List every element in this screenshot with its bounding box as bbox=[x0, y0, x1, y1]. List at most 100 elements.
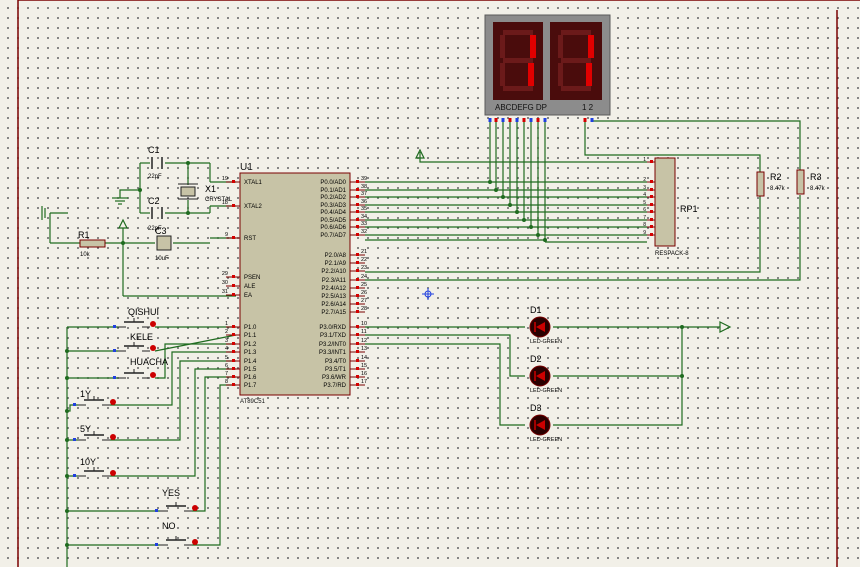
r1-ref: R1 bbox=[78, 230, 90, 240]
mcu-pin-number: 33 bbox=[361, 221, 367, 227]
pin-marker bbox=[356, 286, 359, 289]
led-value: LED-GREEN bbox=[530, 339, 562, 345]
led-value: LED-GREEN bbox=[530, 388, 562, 394]
junction-dot bbox=[515, 210, 519, 214]
mcu-pin-name: P0.2/AD2 bbox=[320, 195, 346, 201]
pin-marker bbox=[650, 160, 653, 163]
junction-dot bbox=[536, 233, 540, 237]
mcu-pin-number: 28 bbox=[361, 306, 367, 312]
pin-marker bbox=[73, 438, 76, 441]
push-button-huacha[interactable]: HUACHA bbox=[113, 357, 168, 379]
mcu-pin-name: EA bbox=[244, 293, 252, 299]
junction-dot bbox=[65, 509, 69, 513]
mcu-pin-name: P2.6/A14 bbox=[321, 302, 346, 308]
push-button-qishui[interactable]: QISHUI bbox=[113, 307, 159, 328]
inactive-segments bbox=[500, 30, 591, 91]
mcu-pin-name: P1.0 bbox=[244, 325, 257, 331]
mcu-pin-number: 25 bbox=[361, 282, 367, 288]
rp1-pin-number: 2 bbox=[643, 177, 646, 183]
pin-marker bbox=[356, 225, 359, 228]
mcu-pin-name: XTAL1 bbox=[244, 180, 263, 186]
mcu-pin-number: 2 bbox=[225, 329, 228, 335]
pin-marker bbox=[155, 543, 158, 546]
mcu-pin-name: P2.0/A8 bbox=[325, 253, 347, 259]
mcu-pin-name: P3.7/RD bbox=[323, 383, 346, 389]
junction-dot bbox=[680, 374, 684, 378]
button-label: NO bbox=[162, 521, 176, 531]
mcu-pin-name: P1.6 bbox=[244, 375, 257, 381]
mcu-pin-number: 24 bbox=[361, 274, 367, 280]
mcu-pin-name: PSEN bbox=[244, 275, 260, 281]
mcu-pin-number: 32 bbox=[361, 229, 367, 235]
mcu-pin-name: ALE bbox=[244, 284, 255, 290]
mcu-pin-name: P0.5/AD5 bbox=[320, 218, 346, 224]
display-pin bbox=[590, 118, 594, 122]
power-terminals bbox=[41, 148, 732, 333]
mcu-part: AT89C51 bbox=[240, 399, 266, 405]
mcu-pin-name: P0.1/AD1 bbox=[320, 188, 346, 194]
button-label: 1Y bbox=[80, 389, 91, 399]
led-ref: D1 bbox=[530, 305, 542, 315]
push-buttons[interactable]: QISHUI KELE HUACHA 1Y 5Y 10Y YES NO bbox=[73, 307, 198, 546]
junction-dot bbox=[65, 349, 69, 353]
push-button-kele[interactable]: KELE bbox=[113, 332, 156, 352]
pin-marker bbox=[650, 210, 653, 213]
r2-resistor-group[interactable]: R2 8.47k bbox=[756, 171, 786, 197]
pin-marker bbox=[356, 233, 359, 236]
mcu-pin-number: 27 bbox=[361, 298, 367, 304]
mcu-pin-number: 10 bbox=[361, 321, 367, 327]
mcu-pin-number: 23 bbox=[361, 265, 367, 271]
mcu-pin-number: 7 bbox=[225, 371, 228, 377]
r3-resistor-group[interactable]: R3 8.47k bbox=[796, 169, 826, 195]
reset-circuit[interactable]: R1 10k C3 10uF bbox=[78, 226, 172, 262]
button-indicator-icon bbox=[192, 539, 198, 545]
pin-marker bbox=[650, 233, 653, 236]
push-button-no[interactable]: NO bbox=[155, 521, 198, 546]
mcu-pin-name: P1.4 bbox=[244, 359, 257, 365]
microcontroller-u1[interactable]: U1 AT89C51 19XTAL118XTAL29RST29PSEN30ALE… bbox=[222, 162, 367, 405]
push-button-1y[interactable]: 1Y bbox=[73, 389, 116, 406]
mcu-pin-name: P2.3/A11 bbox=[322, 278, 347, 284]
rp1-ref: RP1 bbox=[680, 204, 698, 214]
button-label: KELE bbox=[130, 332, 153, 342]
pin-marker bbox=[113, 349, 116, 352]
pin-marker bbox=[356, 310, 359, 313]
push-button-yes[interactable]: YES bbox=[155, 488, 198, 512]
display-pin bbox=[543, 118, 547, 122]
mcu-pin-name: P0.7/AD7 bbox=[320, 233, 346, 239]
rp1-value: RESPACK-8 bbox=[655, 251, 689, 257]
pin-marker bbox=[356, 383, 359, 386]
display-pin bbox=[515, 118, 519, 122]
pin-marker bbox=[232, 375, 235, 378]
button-label: QISHUI bbox=[128, 307, 159, 317]
mcu-pin-number: 21 bbox=[361, 249, 367, 255]
mcu-pin-number: 35 bbox=[361, 206, 367, 212]
mcu-pin-number: 30 bbox=[222, 280, 228, 286]
c1-capacitor bbox=[151, 157, 163, 169]
mcu-pin-number: 31 bbox=[222, 289, 228, 295]
push-button-5y[interactable]: 5Y bbox=[73, 424, 116, 441]
push-button-10y[interactable]: 10Y bbox=[73, 457, 116, 477]
mcu-pin-number: 4 bbox=[225, 346, 228, 352]
junction-dot bbox=[522, 218, 526, 222]
seven-segment-display[interactable]: ABCDEFG DP 1 2 bbox=[484, 14, 611, 122]
mcu-pin-number: 15 bbox=[361, 363, 367, 369]
pin-marker bbox=[356, 203, 359, 206]
display-pin-labels: ABCDEFG DP bbox=[495, 103, 547, 112]
c1-ref: C1 bbox=[148, 145, 160, 155]
pin-marker bbox=[650, 225, 653, 228]
mcu-pin-number: 34 bbox=[361, 214, 367, 220]
pin-marker bbox=[232, 275, 235, 278]
pin-marker bbox=[650, 188, 653, 191]
x1-value: CRYSTAL bbox=[205, 197, 233, 203]
oscillator-circuit[interactable]: C1 22pF C2 22pF X1 CRYSTAL bbox=[148, 145, 233, 232]
pin-marker bbox=[650, 218, 653, 221]
